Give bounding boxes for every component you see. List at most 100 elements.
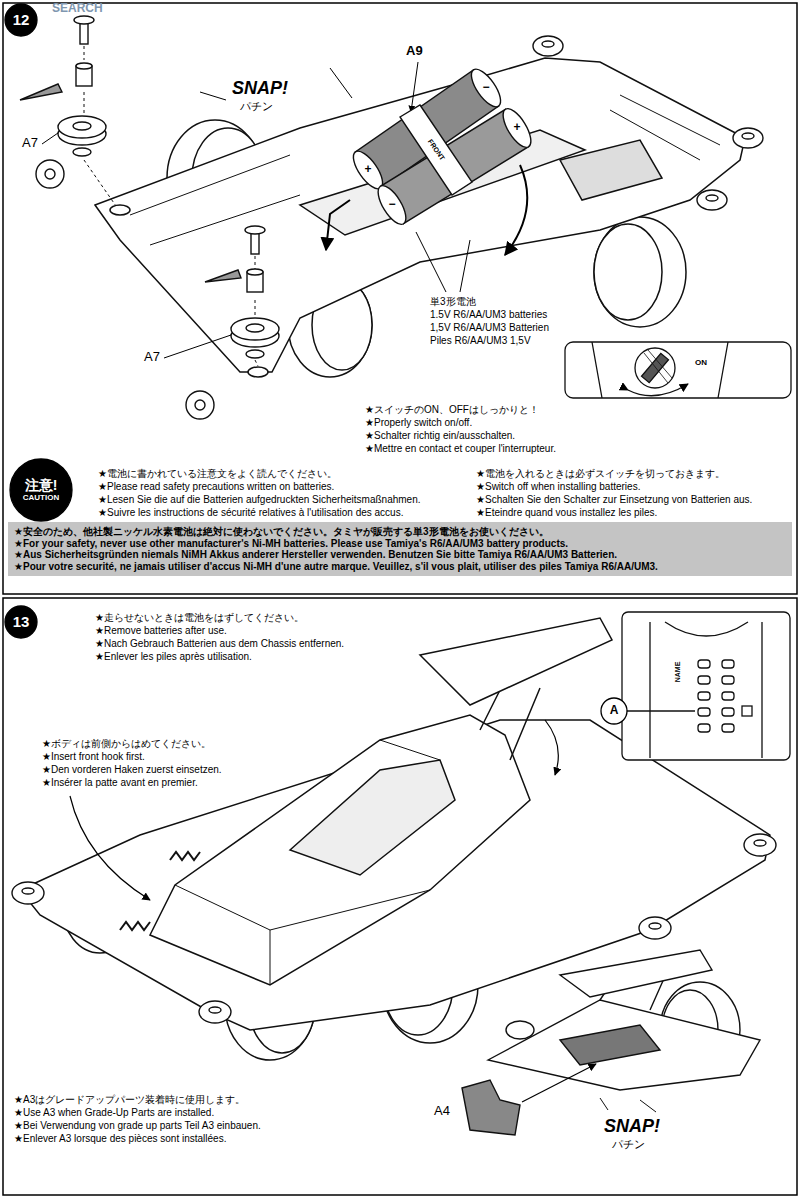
roller — [697, 190, 727, 210]
instruction-note: ★Remove batteries after use. — [95, 625, 227, 637]
underside-inset — [742, 706, 752, 716]
snap-text: パチン — [612, 1138, 645, 1151]
instruction-note: ★Insérer la patte avant en premier. — [42, 777, 198, 789]
roller — [706, 195, 718, 201]
warning-text: ★Aus Sicherheitsgründen niemals NiMH Akk… — [14, 549, 617, 561]
instruction-note: ★Nach Gebrauch Batterien aus dem Chassis… — [95, 638, 344, 650]
roller — [649, 923, 661, 929]
underside-inset — [698, 724, 710, 732]
badge-text: 13 — [13, 613, 30, 630]
underside-inset — [698, 660, 710, 668]
instruction-note: ★Schalter richtig ein/ausschalten. — [365, 430, 515, 442]
part-marker-outline — [601, 698, 627, 724]
roller — [533, 36, 563, 56]
panel-frame — [3, 3, 797, 1195]
battery-note: 1,5V R6/AA/UM3 Batterien — [430, 322, 549, 334]
polarity-sign: − — [388, 198, 395, 212]
leader-line — [200, 92, 226, 100]
roller-assembly — [231, 318, 279, 340]
underside-inset — [722, 660, 734, 668]
roller-assembly — [73, 148, 91, 156]
underside-inset — [698, 692, 710, 700]
caution-badge-outline — [10, 459, 72, 521]
car-body — [120, 618, 612, 985]
warning-text: ★安全のため、他社製ニッケル水素電池は絶対に使わないでください。タミヤが販売する… — [14, 526, 549, 538]
battery — [373, 182, 411, 229]
roller — [742, 133, 754, 139]
rear-inset — [506, 1021, 534, 1039]
leader-line — [411, 62, 418, 112]
roller-assembly — [246, 350, 264, 358]
warning-band-content: ★安全のため、他社製ニッケル水素電池は絶対に使わないでください。タミヤが販売する… — [14, 526, 786, 572]
roller — [22, 888, 34, 894]
polarity-sign: + — [513, 121, 520, 135]
battery — [348, 65, 536, 229]
roller-assembly — [36, 160, 64, 188]
instruction-note: ★Bei Verwendung von grade up parts Teil … — [14, 1120, 261, 1132]
wheel — [594, 217, 686, 327]
badge-text: 12 — [13, 11, 30, 28]
caution-note: ★Schalten Sie den Schalter zur Einsetzun… — [476, 494, 752, 506]
roller-assembly — [255, 250, 258, 366]
instruction-note: ★Properly switch on/off. — [365, 417, 472, 429]
rear-inset — [560, 1025, 660, 1065]
car-body — [120, 852, 200, 930]
underside-inset — [622, 612, 790, 760]
switch-inset — [628, 384, 688, 396]
badge-text: CAUTION — [23, 493, 59, 502]
car-body — [175, 740, 440, 985]
roller-assembly — [58, 116, 106, 138]
rear-inset — [522, 1064, 596, 1102]
panel-frame — [3, 598, 797, 1195]
car-body — [290, 760, 455, 875]
roller-assembly — [186, 391, 214, 419]
roller — [533, 36, 763, 210]
wire-arrow — [505, 165, 527, 255]
roller-assembly — [247, 269, 263, 275]
part-marker: A — [600, 697, 628, 725]
roller — [12, 882, 44, 904]
snap-text: SNAP! — [232, 78, 288, 99]
car-body — [420, 618, 612, 705]
step-number-content: 13 — [4, 605, 38, 639]
caution-note: ★Eteindre quand vous installez les piles… — [476, 507, 657, 519]
instruction-note: ★走らせないときは電池をはずしてください。 — [95, 612, 304, 624]
switch-inset — [635, 348, 675, 388]
caution-note: ★Lesen Sie die auf die Batterien aufgedr… — [98, 494, 421, 506]
underside-inset — [722, 724, 734, 732]
step-number: 12 — [4, 3, 38, 37]
badge-text: 注意! — [25, 477, 58, 493]
panel-frame — [3, 3, 797, 594]
instruction-note: ★スイッチのON、OFFはしっかりと！ — [365, 404, 539, 416]
roller — [542, 41, 554, 47]
warning-text: ★For your safety, never use other manufa… — [14, 538, 568, 550]
rear-inset — [488, 1000, 760, 1090]
rear-inset — [600, 1098, 656, 1112]
underside-inset — [627, 710, 695, 711]
part-marking: NAME — [674, 662, 682, 683]
roller-assembly — [20, 16, 116, 206]
leader-line — [416, 232, 446, 292]
badge-text: A — [610, 704, 619, 718]
switch-inset — [565, 342, 791, 398]
part-number: A4 — [434, 1104, 450, 1119]
instruction-note: ★Mettre en contact et couper l'interrupt… — [365, 443, 556, 455]
roller-assembly — [245, 226, 265, 234]
wire-arrow — [326, 200, 350, 250]
instruction-note: ★Enlever A3 lorsque des pièces sont inst… — [14, 1133, 226, 1145]
chassis — [248, 367, 268, 377]
roller-assembly — [74, 16, 94, 24]
chassis — [110, 205, 130, 215]
caution-note: ★電池を入れるときは必ずスイッチを切っておきます。 — [476, 468, 725, 480]
part-number: A7 — [22, 136, 38, 151]
underside-inset — [698, 676, 710, 684]
roller-assembly — [195, 400, 205, 410]
instruction-note: ★Use A3 when Grade-Up Parts are installe… — [14, 1107, 214, 1119]
roller-assembly — [205, 270, 241, 282]
instruction-note: ★A3はグレードアップパーツ装着時に使用します。 — [14, 1094, 245, 1106]
part-number: A9 — [406, 44, 423, 59]
leader-line — [330, 68, 352, 98]
roller — [733, 128, 763, 148]
